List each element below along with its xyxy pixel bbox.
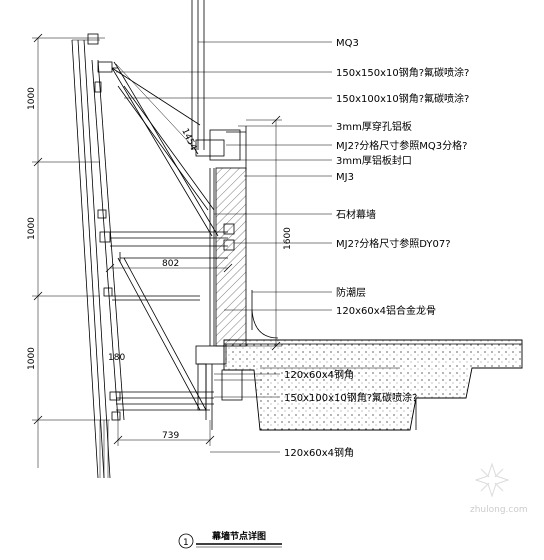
- moisture-barrier-wall: [251, 290, 279, 339]
- floor-slab: [223, 339, 523, 431]
- watermark-text: zhulong.com: [470, 505, 528, 515]
- label-mq3: MQ3: [336, 38, 359, 49]
- label-steel-angle-150x100: 150x100x10钢角?氟碳喷涂?: [336, 92, 469, 105]
- dim-1454: 1454: [179, 127, 198, 152]
- label-steel-angle-120x60-b: 120x60x4钢角: [284, 446, 354, 459]
- label-moisture-layer: 防潮层: [336, 286, 366, 299]
- detail-number: 1: [183, 538, 189, 548]
- label-steel-angle-120x60-a: 120x60x4钢角: [284, 368, 354, 381]
- label-leaders: [116, 41, 332, 453]
- dim-left-3: 1000: [27, 347, 37, 370]
- label-stone-curtain-wall: 石材幕墙: [336, 208, 376, 221]
- detail-title-block: [178, 533, 282, 549]
- lower-mullion: [195, 345, 262, 430]
- label-aluminum-seal: 3mm厚铝板封口: [336, 154, 412, 167]
- detail-title: 幕墙节点详图: [211, 530, 266, 542]
- upper-structural-post: [191, 0, 247, 170]
- dim-1600: 1600: [283, 227, 293, 250]
- dim-diagonal: [113, 61, 199, 155]
- label-aluminum-keel: 120x60x4铝合金龙骨: [336, 304, 436, 317]
- inclined-glass-wall: [71, 33, 125, 479]
- label-mj3: MJ3: [336, 172, 354, 183]
- dim-horizontal-802: [105, 263, 233, 273]
- label-mj2-dy07: MJ2?分格尺寸参照DY07?: [336, 237, 451, 250]
- dim-left-1: 1000: [27, 87, 37, 110]
- concrete-column: [209, 167, 247, 347]
- label-perforated-aluminum: 3mm厚穿孔铝板: [336, 120, 412, 133]
- dim-horizontal-739: [113, 420, 215, 446]
- left-dimension-chain: [32, 33, 110, 468]
- dim-vertical-1600: [246, 115, 282, 351]
- watermark-logo: [474, 462, 510, 498]
- steel-support-frame: [110, 67, 228, 411]
- dim-left-2: 1000: [27, 217, 37, 240]
- label-steel-angle-150x150: 150x150x10钢角?氟碳喷涂?: [336, 66, 469, 79]
- label-mj2-mq3: MJ2?分格尺寸参照MQ3分格?: [336, 139, 467, 152]
- dim-180: 180: [108, 353, 125, 363]
- dim-802: 802: [162, 259, 179, 269]
- dim-739: 739: [162, 431, 179, 441]
- label-steel-angle-150x100-b: 150x100x10钢角?氟碳喷涂?: [284, 391, 417, 404]
